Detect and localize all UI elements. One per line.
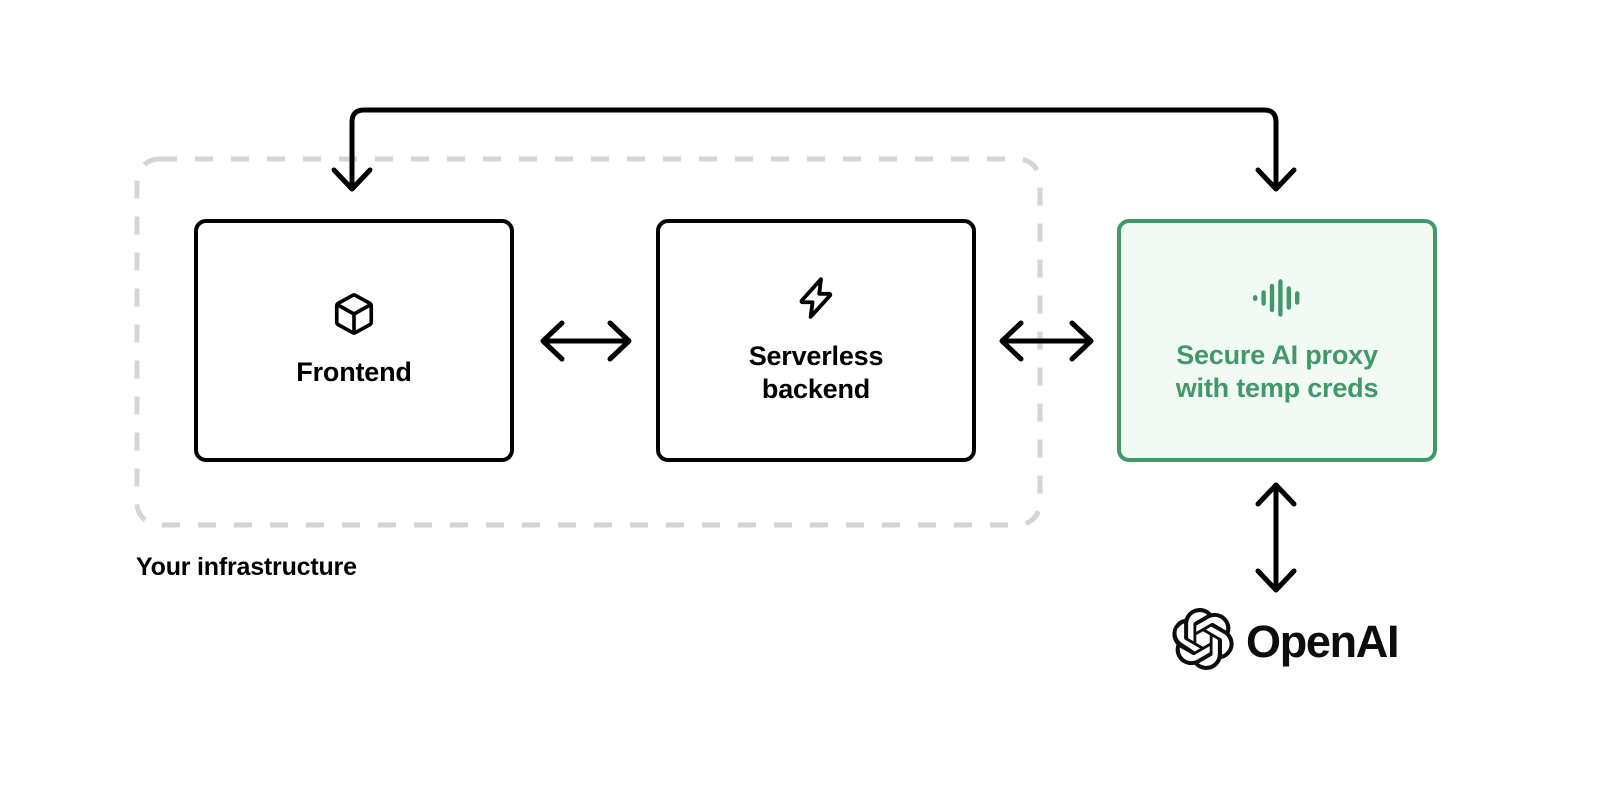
cube-icon: [331, 291, 377, 342]
node-frontend-label: Frontend: [296, 357, 412, 388]
node-backend[interactable]: Serverless backend: [656, 219, 976, 462]
trust-boundary-caption: Your infrastructure: [136, 553, 357, 581]
top-bridge-right-arrowhead: [1255, 147, 1297, 192]
node-backend-label: Serverless backend: [748, 340, 884, 404]
openai-logo-icon: [1172, 608, 1234, 675]
connector-proxy-openai: [1255, 482, 1297, 593]
node-proxy[interactable]: Secure AI proxy with temp creds: [1117, 219, 1437, 462]
node-proxy-label: Secure AI proxy with temp creds: [1175, 339, 1379, 403]
openai-wordmark: OpenAI: [1246, 616, 1400, 667]
openai-lockup: OpenAI: [1172, 608, 1400, 675]
connector-backend-proxy: [999, 320, 1094, 362]
zap-icon: [793, 275, 839, 326]
waveform-icon: [1251, 276, 1303, 325]
top-bridge-line: [349, 107, 1279, 153]
top-bridge-left-arrowhead: [331, 145, 373, 192]
node-frontend[interactable]: Frontend: [194, 219, 514, 462]
connector-frontend-backend: [540, 320, 632, 362]
